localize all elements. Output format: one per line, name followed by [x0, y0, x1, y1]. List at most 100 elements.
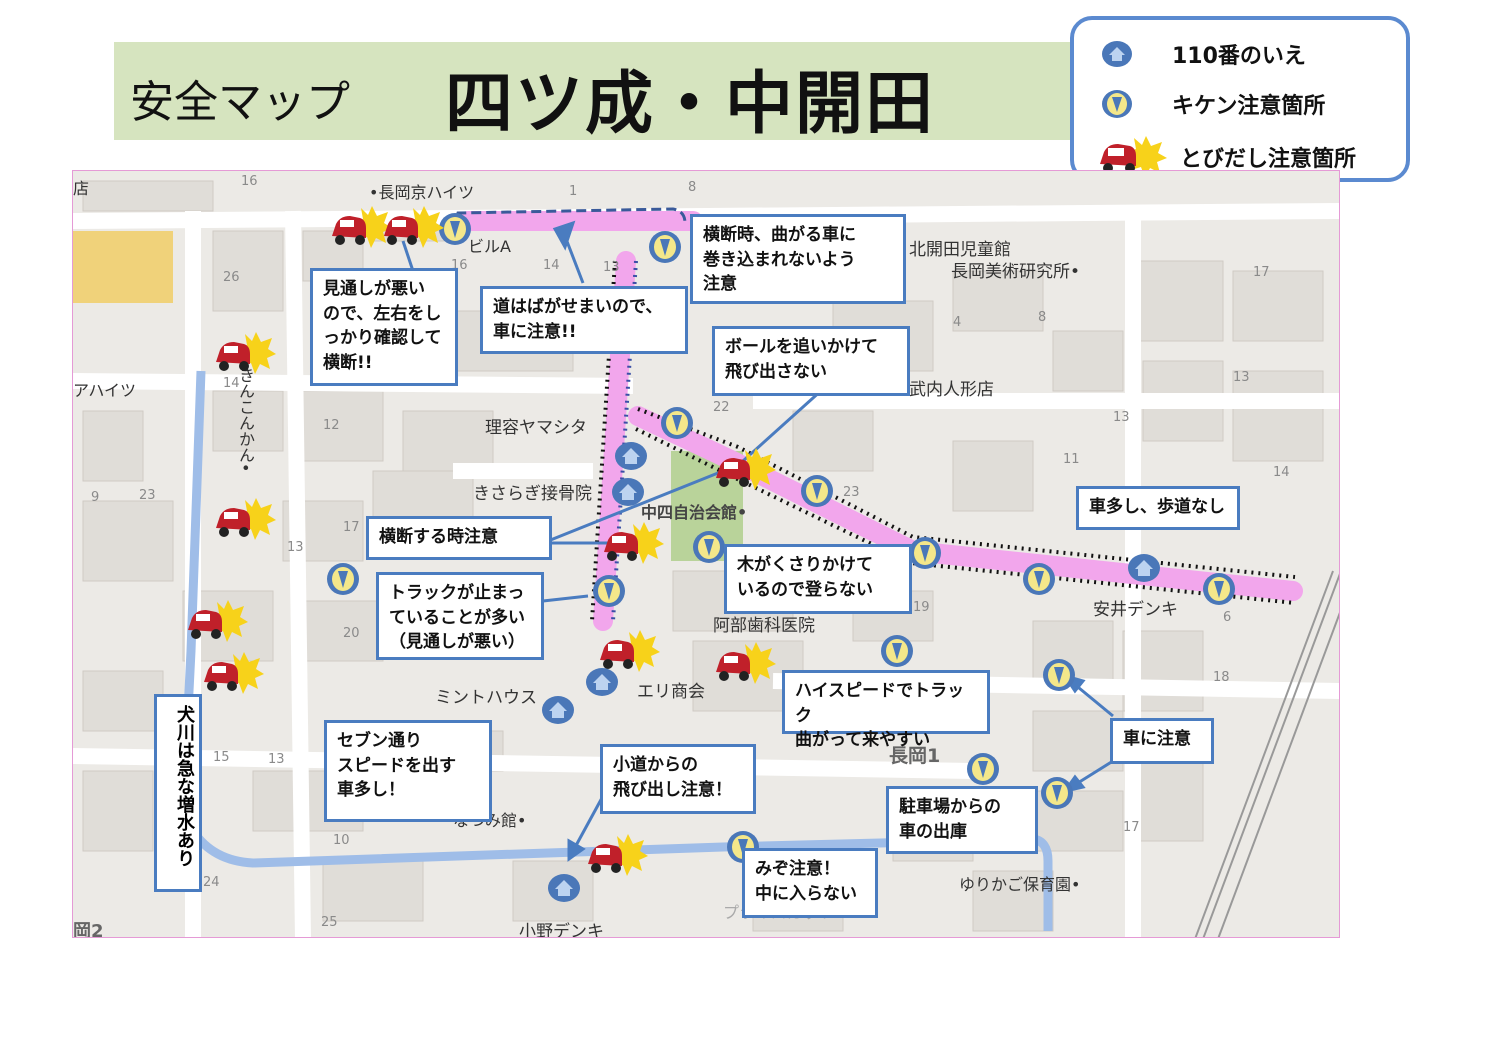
- place-label: ミントハウス: [435, 688, 537, 708]
- callout-no-sidewalk: 車多し、歩道なし: [1076, 486, 1240, 530]
- callout-poor-visibility: 見通しが悪い ので、左右をし っかり確認して 横断!!: [310, 268, 458, 386]
- danger-spot-icon: [881, 635, 913, 667]
- danger-spot-icon: [1041, 777, 1073, 809]
- svg-text:15: 15: [213, 750, 230, 765]
- police-house-icon: [542, 696, 574, 724]
- svg-text:17: 17: [343, 520, 360, 535]
- svg-text:11: 11: [1063, 452, 1080, 467]
- callout-speeding-trucks: ハイスピードでトラック 曲がって来やすい: [782, 670, 990, 750]
- callout-parked-trucks: トラックが止まっ ていることが多い （見通しが悪い）: [376, 572, 544, 660]
- svg-text:14: 14: [223, 376, 240, 391]
- svg-text:18: 18: [1213, 670, 1230, 685]
- place-label: 長岡1: [889, 745, 941, 767]
- legend-label-police: 110番のいえ: [1172, 44, 1306, 69]
- place-label: 長岡美術研究所•: [951, 262, 1081, 282]
- callout-ditch: みぞ注意！ 中に入らない: [742, 848, 878, 918]
- callout-narrow-road: 道はばがせまいので、 車に注意!!: [480, 286, 688, 354]
- legend-row-danger: キケン注意箇所: [1100, 88, 1325, 120]
- svg-text:20: 20: [343, 626, 360, 641]
- svg-text:13: 13: [603, 260, 620, 275]
- rush-out-car-icon: [716, 642, 776, 684]
- callout-seven-street: セブン通り スピードを出す 車多し！: [324, 720, 492, 822]
- callout-crossing-caution: 横断する時注意: [366, 516, 552, 560]
- danger-spot-icon: [327, 563, 359, 595]
- map-subtitle: 安全マップ: [130, 77, 350, 128]
- svg-text:25: 25: [321, 915, 338, 930]
- place-label: 小野デンキ: [519, 922, 604, 938]
- danger-spot-icon: [1043, 659, 1075, 691]
- svg-text:16: 16: [241, 174, 258, 189]
- legend-row-rushout: とびだし注意箇所: [1096, 134, 1356, 180]
- callout-ball-chase: ボールを追いかけて 飛び出さない: [712, 326, 910, 396]
- police-house-icon: [586, 668, 618, 696]
- svg-text:12: 12: [323, 418, 340, 433]
- svg-text:13: 13: [268, 752, 285, 767]
- rush-out-car-icon: [588, 834, 648, 876]
- legend-label-danger: キケン注意箇所: [1172, 94, 1326, 119]
- place-label: アハイツ: [73, 381, 137, 400]
- rush-out-car-icon: [188, 600, 248, 642]
- place-label: 安井デンキ: [1093, 600, 1178, 620]
- callout-river-flood: 犬川は急な増水あり: [154, 694, 202, 892]
- danger-spot-icon: [439, 213, 471, 245]
- map-title: 四ツ成・中開田: [445, 65, 936, 144]
- danger-spot-icon: [1203, 573, 1235, 605]
- police-house-icon: [1128, 554, 1160, 582]
- rush-out-car-icon: [204, 652, 264, 694]
- svg-text:22: 22: [713, 400, 730, 415]
- place-label: 阿部歯科医院: [713, 616, 815, 636]
- danger-spot-icon: [649, 231, 681, 263]
- place-label: ビルA: [468, 237, 511, 256]
- police-house-icon: [615, 442, 647, 470]
- rush-out-car-icon: [1100, 136, 1167, 178]
- svg-text:6: 6: [1223, 610, 1231, 625]
- svg-text:26: 26: [223, 270, 240, 285]
- legend-label-rushout: とびだし注意箇所: [1180, 147, 1357, 172]
- danger-spot-icon: [967, 753, 999, 785]
- svg-text:8: 8: [688, 180, 696, 195]
- svg-text:1: 1: [569, 184, 577, 199]
- rush-out-car-icon: [332, 206, 392, 248]
- svg-text:14: 14: [1273, 465, 1290, 480]
- rush-out-car-icon: [216, 332, 276, 374]
- danger-spot-icon: [1023, 563, 1055, 595]
- svg-text:19: 19: [913, 600, 930, 615]
- rush-out-car-icon: [216, 498, 276, 540]
- police-house-icon: [548, 874, 580, 902]
- svg-text:23: 23: [843, 485, 860, 500]
- svg-text:13: 13: [1233, 370, 1250, 385]
- svg-text:24: 24: [203, 875, 220, 890]
- svg-text:10: 10: [333, 833, 350, 848]
- place-label: 北開田児童館: [909, 240, 1011, 260]
- svg-text:13: 13: [1113, 410, 1130, 425]
- callout-turning-cars: 横断時、曲がる車に 巻き込まれないよう 注意: [690, 214, 906, 304]
- callout-rotten-tree: 木がくさりかけて いるので登らない: [724, 544, 912, 614]
- danger-spot-icon: [1102, 90, 1132, 118]
- danger-spot-icon: [661, 407, 693, 439]
- police-house-icon: [612, 478, 644, 506]
- danger-spot-icon: [801, 475, 833, 507]
- place-label: •長岡京ハイツ: [369, 183, 475, 202]
- svg-text:17: 17: [1123, 820, 1140, 835]
- rush-out-car-icon: [716, 448, 776, 490]
- place-label: 武内人形店: [909, 380, 994, 400]
- svg-text:14: 14: [543, 258, 560, 273]
- legend-row-police: 110番のいえ: [1100, 38, 1306, 70]
- callout-car-caution: 車に注意: [1110, 718, 1214, 764]
- rush-out-car-icon: [604, 522, 664, 564]
- place-label: ゆりかご保育園•: [959, 875, 1081, 894]
- title-bar: [114, 42, 1074, 140]
- place-label: 店: [73, 179, 90, 198]
- danger-spot-icon: [693, 531, 725, 563]
- callout-parking-exit: 駐車場からの 車の出庫: [886, 786, 1038, 854]
- svg-text:17: 17: [1253, 265, 1270, 280]
- svg-text:13: 13: [287, 540, 304, 555]
- place-label: 岡2: [73, 921, 104, 938]
- danger-spot-icon: [909, 537, 941, 569]
- legend: 110番のいえ キケン注意箇所 とびだし注意箇所: [1070, 16, 1410, 182]
- svg-text:9: 9: [91, 490, 99, 505]
- place-label: きさらぎ接骨院: [473, 484, 592, 504]
- callout-side-street: 小道からの 飛び出し注意！: [600, 744, 756, 814]
- place-label: きんこんかん•: [236, 367, 255, 473]
